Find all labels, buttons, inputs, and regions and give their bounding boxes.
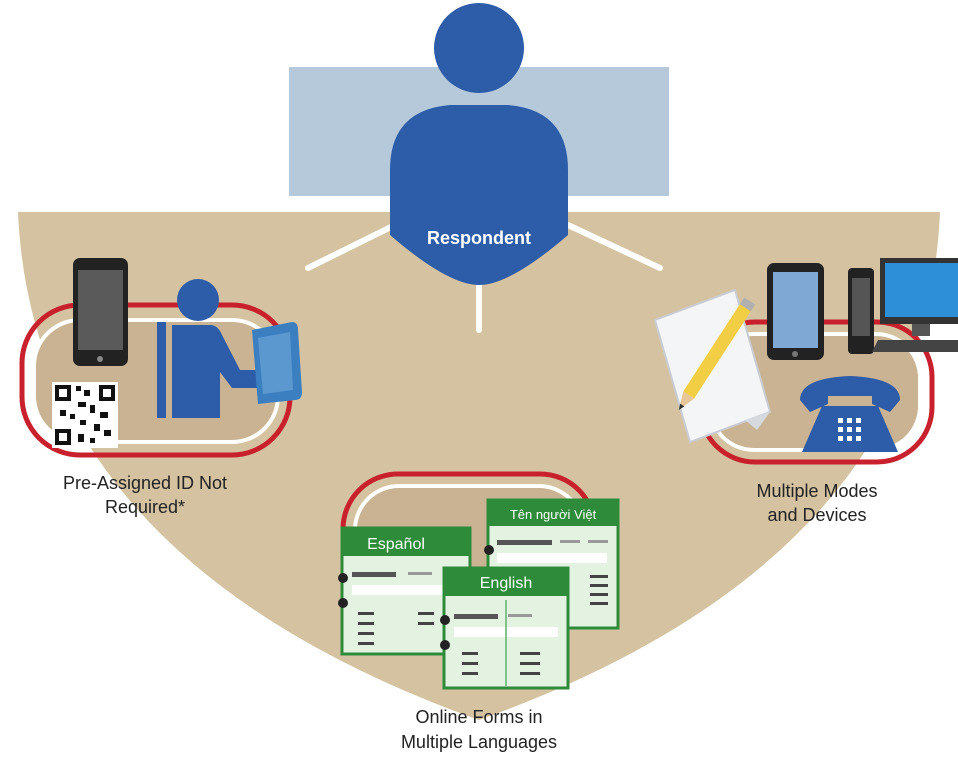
- online-forms-label-line1: Online Forms in: [415, 707, 542, 727]
- pre-assigned-id-group: Pre-Assigned ID Not Required*: [19, 258, 302, 517]
- vietnamese-form-title: Tên người Việt: [510, 507, 597, 522]
- paper-pencil-icon: [653, 288, 772, 444]
- vietnamese-form: [484, 498, 620, 630]
- smartphone-icon: [73, 258, 128, 366]
- pre-assigned-id-label-line2: Required*: [105, 497, 185, 517]
- english-form: [440, 566, 570, 690]
- telephone-icon: [800, 376, 900, 452]
- online-forms-group: Tên người Việt Español: [338, 471, 620, 752]
- spanish-form-title: Español: [367, 536, 425, 553]
- qr-code-icon: [52, 382, 118, 448]
- pre-assigned-id-label-line1: Pre-Assigned ID Not: [63, 473, 227, 493]
- multiple-modes-label-line1: Multiple Modes: [756, 481, 877, 501]
- desktop-computer-icon: [872, 258, 958, 352]
- mobile-phone-icon: [848, 268, 874, 354]
- english-form-title: English: [480, 575, 532, 592]
- respondent-label: Respondent: [427, 228, 531, 248]
- multiple-modes-label-line2: and Devices: [767, 505, 866, 525]
- tablet-icon: [767, 263, 824, 360]
- online-forms-label-line2: Multiple Languages: [401, 732, 557, 752]
- respondent-person-icon: [390, 3, 568, 285]
- multiple-modes-group: Multiple Modes and Devices: [653, 258, 958, 525]
- person-with-tablet-icon: [157, 279, 302, 418]
